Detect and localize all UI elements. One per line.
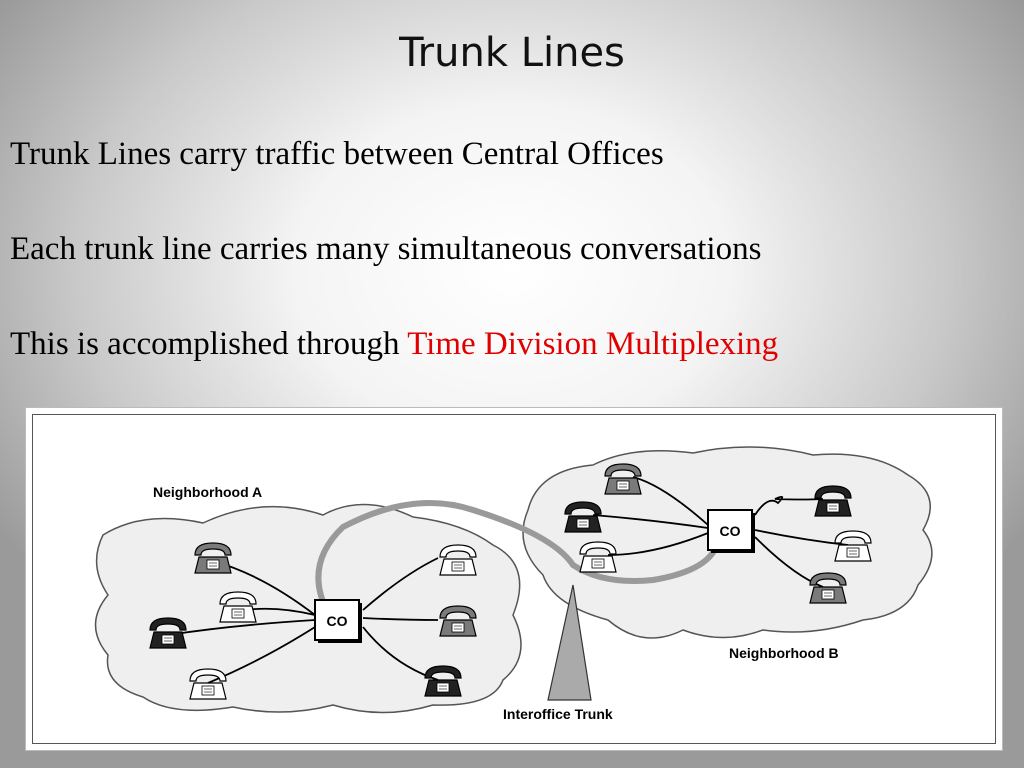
- bullet-simultaneous-conversations: Each trunk line carries many simultaneou…: [10, 231, 762, 267]
- telephone-icon: [814, 485, 852, 517]
- bullet-accomplished-through: This is accomplished through Time Divisi…: [10, 326, 778, 363]
- telephone-icon: [424, 665, 462, 697]
- diagram-border: CO CO Neighborhood A Neighborhood B Inte…: [32, 414, 996, 744]
- diagram-canvas: CO CO Neighborhood A Neighborhood B Inte…: [94, 446, 933, 722]
- telephone-icon: [149, 617, 187, 649]
- network-diagram: CO CO Neighborhood A Neighborhood B Inte…: [26, 408, 1002, 750]
- telephone-icon: [439, 544, 477, 576]
- telephone-icon: [219, 591, 257, 623]
- co-a-label: CO: [327, 613, 348, 629]
- neighborhood-b-label: Neighborhood B: [729, 645, 839, 661]
- trunk-label: Interoffice Trunk: [503, 706, 613, 722]
- interoffice-trunk-line: [315, 500, 721, 616]
- slide-title: Trunk Lines: [399, 30, 625, 76]
- telephone-icon: [809, 572, 847, 604]
- neighborhood-b-wires: [592, 476, 849, 588]
- telephone-icon: [604, 463, 642, 495]
- telephone-icon: [564, 501, 602, 533]
- telephone-icon: [189, 668, 227, 700]
- bullet-prefix: This is accomplished through: [10, 326, 408, 362]
- telephone-icon: [579, 541, 617, 573]
- trunk-arrow: [547, 584, 592, 701]
- telephone-icon: [439, 605, 477, 637]
- telephone-icon: [834, 530, 872, 562]
- tdm-highlight: Time Division Multiplexing: [407, 326, 779, 362]
- bullet-trunk-lines-carry: Trunk Lines carry traffic between Centra…: [10, 136, 664, 172]
- central-office-b: CO: [707, 509, 755, 553]
- central-office-a: CO: [314, 599, 362, 643]
- co-b-label: CO: [720, 523, 741, 539]
- telephone-icon: [194, 542, 232, 574]
- neighborhood-a-label: Neighborhood A: [153, 484, 262, 500]
